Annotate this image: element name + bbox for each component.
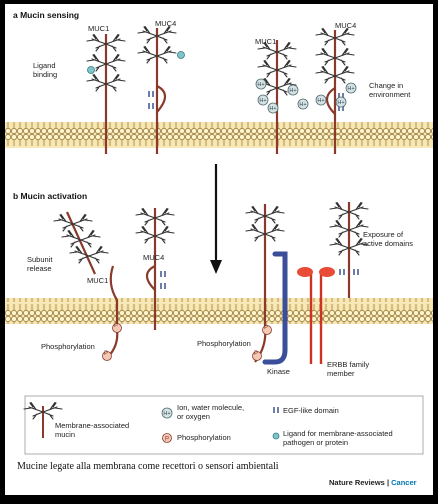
muc1-molecule-a2 [257, 40, 297, 154]
muc4-molecule-a1 [137, 25, 177, 154]
erbb-receptor [297, 267, 335, 364]
muc1-molecule-b2 [245, 204, 285, 363]
legend-egf: EGF-like domain [283, 406, 339, 415]
muc1-molecule-b1 [102, 265, 122, 361]
legend-membrane-mucin-swatch [23, 401, 63, 438]
label-phosphorylation-b2: Phosphorylation [197, 339, 251, 348]
kinase-receptor [262, 251, 288, 365]
label-muc1-b1: MUC1 [87, 276, 109, 285]
cell-membrane-b [5, 298, 433, 324]
panel-a-heading: a Mucin sensing [13, 10, 80, 20]
released-subunit [53, 211, 109, 275]
transition-arrow-head [210, 260, 222, 274]
phospho-p-2: P [104, 351, 109, 357]
cell-membrane-a [5, 122, 433, 148]
phospho-p-4: P [254, 351, 259, 357]
legend-ion-swatch [161, 407, 173, 419]
svg-text:P: P [165, 437, 169, 443]
phospho-p-1: P [114, 323, 119, 329]
label-muc4-a1: MUC4 [155, 19, 177, 28]
muc1-molecule-a1 [86, 33, 126, 154]
ligand-icon [177, 51, 185, 59]
label-muc1-a1: MUC1 [88, 24, 110, 33]
ligand-icon [87, 66, 95, 74]
muc4-molecule-a2 [315, 27, 355, 154]
legend-ion: Ion, water molecule,or oxygen [177, 403, 245, 421]
ion-icon-group [255, 78, 357, 114]
label-phosphorylation-b1: Phosphorylation [41, 342, 95, 351]
label-kinase: Kinase [267, 367, 290, 376]
label-muc4-a2: MUC4 [335, 21, 357, 30]
diagram-canvas: H+ [5, 25, 433, 455]
figure-caption: Mucine legate alla membrana come recetto… [17, 461, 279, 472]
legend-ligand-swatch [272, 432, 280, 440]
panel-b-heading: b Mucin activation [13, 191, 88, 201]
label-muc4-b1: MUC4 [143, 253, 165, 262]
legend-phospho-swatch: P [162, 433, 172, 443]
muc4-molecule-b1 [135, 207, 175, 330]
phospho-p-3: P [264, 325, 269, 331]
legend-phosphorylation: Phosphorylation [177, 433, 231, 442]
journal-credit: Nature Reviews | Cancer [329, 478, 417, 487]
figure-panel: H+ [5, 4, 433, 495]
legend-box [24, 395, 424, 455]
muc4-molecule-b2 [329, 201, 369, 298]
label-muc1-a2: MUC1 [255, 37, 277, 46]
